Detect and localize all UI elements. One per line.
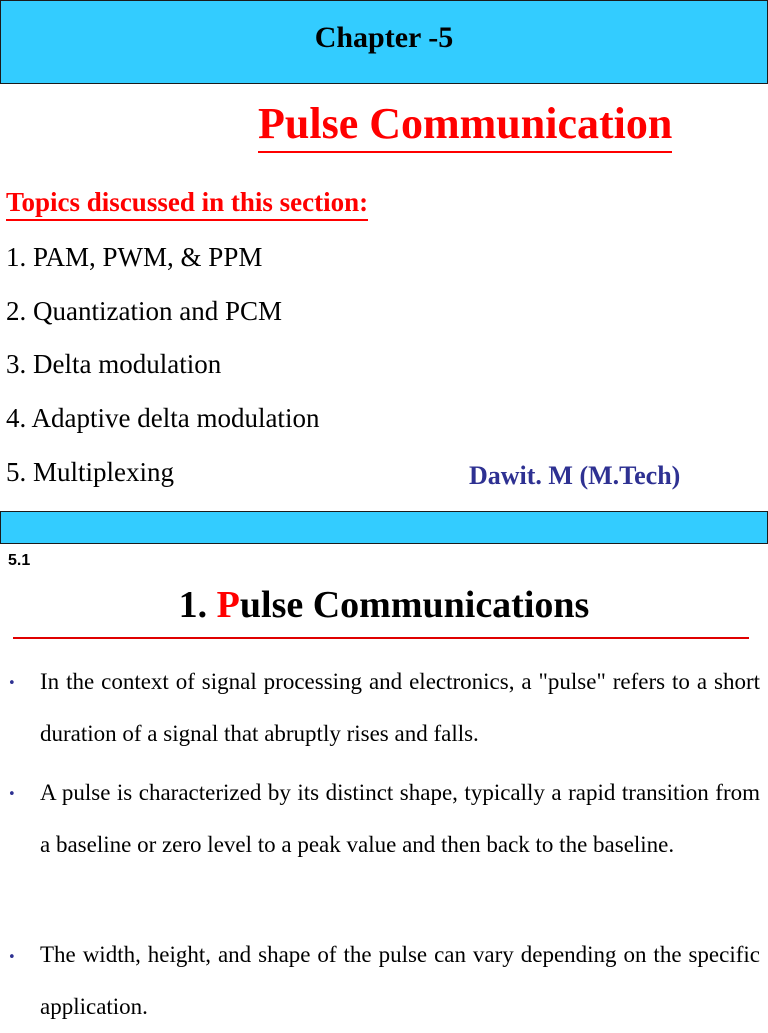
topic-item: 5. Multiplexing [6,457,174,487]
topic-item: 2. Quantization and PCM [6,296,282,326]
bullet-icon: • [8,787,16,802]
section-title-prefix: 1. [178,584,217,626]
chapter-label: Chapter -5 [314,21,454,54]
bullet-paragraph: The width, height, and shape of the puls… [40,942,760,1019]
section-title-initial: P [216,584,240,626]
section-divider [13,637,749,639]
topic-item: 4. Adaptive delta modulation [6,403,320,433]
bullet-icon: • [8,950,16,965]
bullet-paragraph: A pulse is characterized by its distinct… [40,780,760,857]
bullet-icon: • [8,676,16,691]
chapter-banner [0,0,768,84]
slide-number: 5.1 [8,552,31,569]
page-title: Pulse Communication [258,98,673,153]
topic-item: 3. Delta modulation [6,349,222,379]
section-title-rest: ulse Communications [239,584,590,626]
section-title: 1. Pulse Communications [0,581,768,629]
author-name: Dawit. M (M.Tech) [469,461,681,490]
topics-heading: Topics discussed in this section: [6,185,369,221]
bullet-paragraph: In the context of signal processing and … [40,669,760,746]
topic-item: 1. PAM, PWM, & PPM [6,242,263,272]
section-banner [0,511,768,544]
